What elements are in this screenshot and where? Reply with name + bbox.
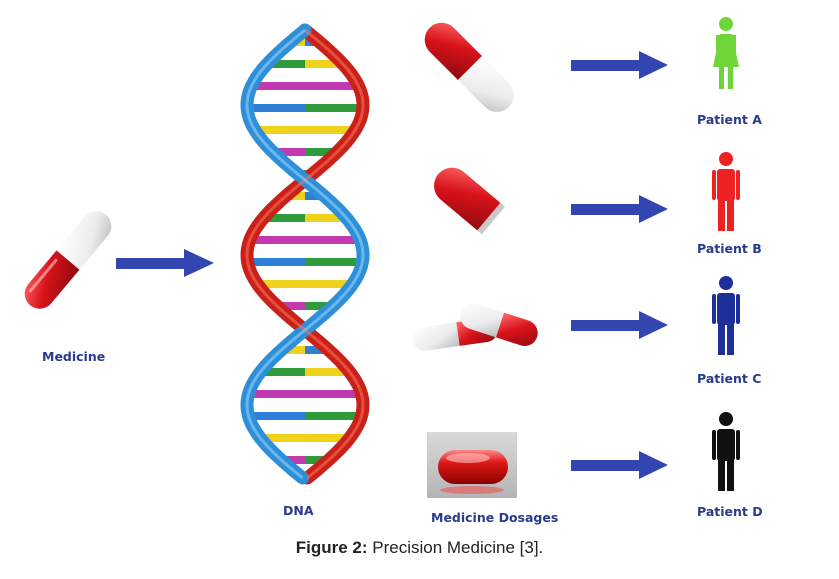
medicine-label: Medicine xyxy=(42,349,106,364)
caption-text: Precision Medicine [3]. xyxy=(367,538,544,557)
patient-b-label: Patient B xyxy=(697,241,762,256)
arrow-to-patient-b xyxy=(571,195,668,223)
dna-base-pair xyxy=(305,412,362,420)
patient-b-figure-icon xyxy=(712,152,740,231)
dna-base-pair xyxy=(305,280,353,288)
arrow-medicine-to-dna xyxy=(116,249,214,277)
dna-base-pair xyxy=(281,456,305,464)
dna-base-pair xyxy=(305,302,333,310)
dna-base-pair xyxy=(249,236,305,244)
dna-base-pair xyxy=(305,148,338,156)
dna-base-pair xyxy=(305,346,329,354)
dna-base-pair xyxy=(263,214,305,222)
dna-base-pair xyxy=(254,126,305,134)
dna-base-pair xyxy=(305,126,356,134)
dna-base-pair xyxy=(305,236,361,244)
patient-c-figure-icon xyxy=(712,276,740,355)
dna-base-pair xyxy=(305,434,350,442)
patient-a-figure-icon xyxy=(713,17,739,89)
dna-base-pair xyxy=(305,368,350,376)
red-tablet-icon xyxy=(434,167,505,235)
dna-helix-icon xyxy=(240,23,370,485)
caption-prefix: Figure 2: xyxy=(295,538,368,557)
dna-base-pair xyxy=(257,280,305,288)
figure-caption: Figure 2: Precision Medicine [3]. xyxy=(0,538,839,558)
dna-base-pair xyxy=(305,214,347,222)
dna-base-pair xyxy=(272,148,305,156)
dna-base-pair xyxy=(248,412,305,420)
patient-c-label: Patient C xyxy=(697,371,762,386)
medicine-capsule-icon xyxy=(24,211,112,309)
dna-label: DNA xyxy=(283,503,314,518)
dna-base-pair xyxy=(248,390,305,398)
capsule-pill-icon xyxy=(424,22,514,112)
arrow-to-patient-d xyxy=(571,451,668,479)
arrow-to-patient-a xyxy=(571,51,668,79)
dna-base-pair xyxy=(305,390,362,398)
patient-d-label: Patient D xyxy=(697,504,763,519)
dna-strand-highlight xyxy=(245,28,365,480)
dna-base-pair xyxy=(305,60,343,68)
dna-base-pair xyxy=(247,258,305,266)
capsules-pair-icon xyxy=(412,303,538,351)
dna-base-pair xyxy=(305,456,329,464)
dna-base-pair xyxy=(305,258,363,266)
dna-base-pair xyxy=(281,346,305,354)
softgel-dosage-image xyxy=(427,432,517,498)
dna-base-pair xyxy=(277,302,305,310)
patient-d-figure-icon xyxy=(712,412,740,491)
dna-strand-blue xyxy=(240,23,370,485)
patients-group xyxy=(712,17,740,491)
dna-strand-red xyxy=(240,23,370,485)
medicine-dosages-label: Medicine Dosages xyxy=(431,510,559,525)
patient-a-label: Patient A xyxy=(697,112,762,127)
arrow-to-patient-c xyxy=(571,311,668,339)
dna-base-pair xyxy=(267,60,305,68)
dna-base-pair xyxy=(305,82,359,90)
dna-base-pair xyxy=(260,434,305,442)
dna-base-pair xyxy=(247,104,305,112)
dna-base-pair xyxy=(260,368,305,376)
dna-strand-highlight xyxy=(245,28,365,480)
dna-base-pair xyxy=(305,104,363,112)
dna-base-pair xyxy=(251,82,305,90)
arrows-to-patients xyxy=(571,51,668,479)
